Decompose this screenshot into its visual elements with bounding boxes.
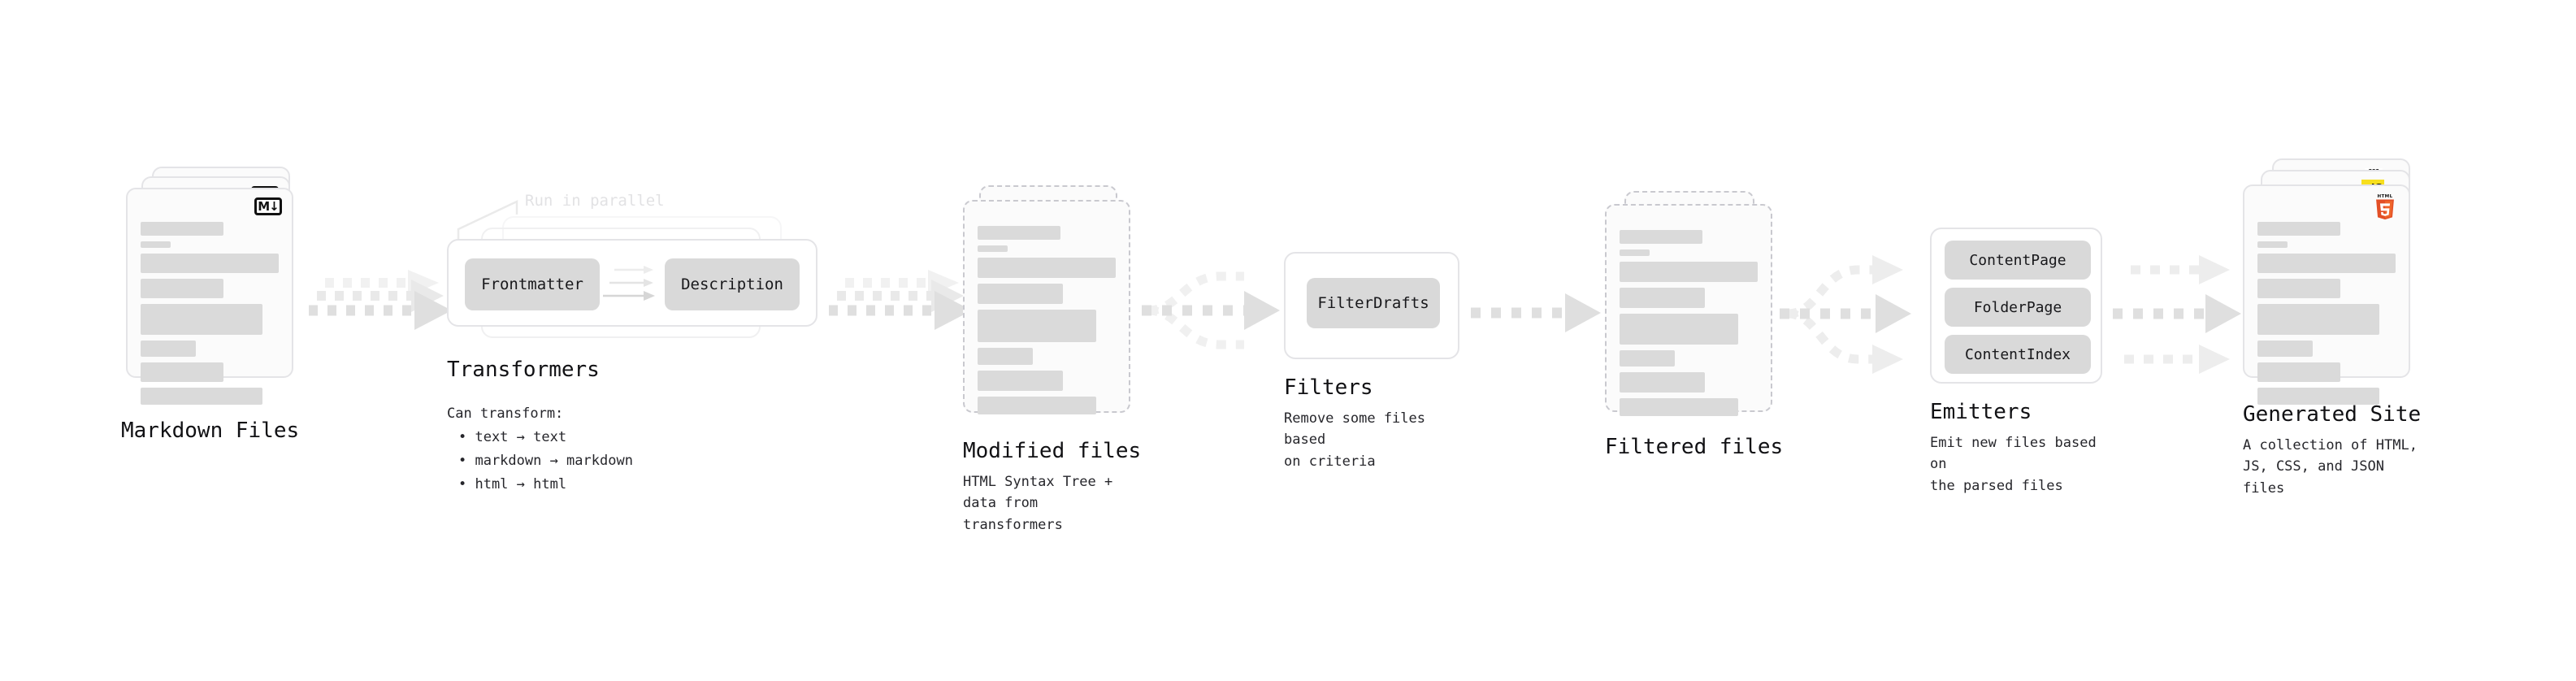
skeleton-bar bbox=[1620, 249, 1650, 256]
skeleton-bar bbox=[2257, 304, 2379, 335]
generated-site-stack: CSS JS HTML bbox=[2243, 158, 2430, 405]
pill-label: FolderPage bbox=[1973, 298, 2062, 316]
markdown-file-card-front: M↓ bbox=[126, 188, 293, 405]
markdown-badge-label: M↓ bbox=[258, 198, 279, 214]
skeleton-bar bbox=[1620, 350, 1675, 367]
emitters-group: ContentPage FolderPage ContentIndex bbox=[1930, 228, 2102, 384]
filters-group: FilterDrafts bbox=[1284, 252, 1459, 359]
skeleton-bar bbox=[141, 340, 196, 357]
transformers-caption: Can transform: • text → text • markdown … bbox=[447, 402, 633, 497]
skeleton-bar bbox=[978, 284, 1064, 304]
skeleton-bar bbox=[2257, 241, 2288, 248]
skeleton-bar bbox=[978, 371, 1064, 391]
caption-bullet: • text → text bbox=[458, 428, 567, 445]
skeleton-bar bbox=[141, 254, 279, 273]
skeleton-bar bbox=[1620, 288, 1706, 308]
modified-file-card-front bbox=[963, 200, 1130, 414]
file-skeleton bbox=[1620, 230, 1758, 416]
skeleton-bar bbox=[1620, 230, 1702, 244]
skeleton-bar bbox=[1620, 372, 1706, 393]
skeleton-bar bbox=[1620, 262, 1758, 282]
transformer-step-description[interactable]: Description bbox=[665, 258, 800, 310]
transformer-group-front: Frontmatter Description bbox=[447, 239, 817, 327]
stage-title-markdown-files: Markdown Files bbox=[121, 419, 300, 443]
caption-bullet: • markdown → markdown bbox=[458, 452, 633, 469]
stage-filters: FilterDrafts Filters Remove some files b… bbox=[1284, 252, 1459, 470]
skeleton-bar bbox=[141, 279, 223, 298]
file-skeleton bbox=[2257, 222, 2396, 405]
stage-title-filters: Filters bbox=[1284, 375, 1373, 400]
pill-label: Frontmatter bbox=[481, 275, 583, 293]
stage-subtitle-emitters: Emit new files based on the parsed files bbox=[1930, 435, 2097, 494]
skeleton-bar bbox=[141, 362, 223, 382]
stage-title-emitters: Emitters bbox=[1930, 400, 2032, 424]
skeleton-bar bbox=[1620, 314, 1739, 345]
skeleton-bar bbox=[978, 397, 1097, 414]
html5-icon: HTML bbox=[2373, 193, 2397, 220]
stage-title-generated-site: Generated Site bbox=[2243, 402, 2422, 427]
skeleton-bar bbox=[2257, 362, 2340, 382]
stage-title-filtered-files: Filtered files bbox=[1605, 435, 1784, 459]
skeleton-bar bbox=[2257, 222, 2340, 236]
modified-file-stack bbox=[963, 185, 1142, 414]
emitter-step-contentindex[interactable]: ContentIndex bbox=[1945, 335, 2091, 374]
skeleton-bar bbox=[2257, 388, 2379, 405]
transformer-inner-arrows bbox=[603, 266, 655, 301]
skeleton-bar bbox=[141, 241, 171, 248]
stage-title-modified-files: Modified files bbox=[963, 439, 1142, 463]
stage-generated-site: CSS JS HTML bbox=[2243, 158, 2430, 497]
stage-subtitle-modified-files: HTML Syntax Tree + data from transformer… bbox=[963, 474, 1113, 533]
skeleton-bar bbox=[978, 310, 1097, 342]
emitter-step-folderpage[interactable]: FolderPage bbox=[1945, 288, 2091, 327]
stage-subtitle-generated-site: A collection of HTML, JS, CSS, and JSON … bbox=[2243, 437, 2418, 497]
filtered-file-stack bbox=[1605, 191, 1784, 416]
connector-modified-to-filters bbox=[1142, 271, 1280, 349]
connector-filtered-to-emitters bbox=[1780, 255, 1911, 374]
pill-label: ContentIndex bbox=[1964, 345, 2071, 363]
skeleton-bar bbox=[978, 258, 1116, 278]
stage-filtered-files: Filtered files bbox=[1605, 191, 1784, 459]
skeleton-bar bbox=[978, 226, 1060, 240]
svg-text:HTML: HTML bbox=[2377, 194, 2392, 199]
stage-emitters: ContentPage FolderPage ContentIndex Emit… bbox=[1930, 228, 2102, 494]
markdown-icon: M↓ bbox=[254, 197, 282, 215]
file-skeleton bbox=[141, 222, 279, 405]
skeleton-bar bbox=[978, 348, 1033, 365]
stage-subtitle-filters: Remove some files based on criteria bbox=[1284, 410, 1425, 470]
markdown-file-stack: M↓ M↓ M↓ bbox=[126, 167, 313, 405]
filtered-file-card-front bbox=[1605, 204, 1772, 416]
stage-title-transformers: Transformers bbox=[447, 358, 600, 382]
stage-markdown-files: M↓ M↓ M↓ bbox=[121, 167, 313, 443]
transformer-step-frontmatter[interactable]: Frontmatter bbox=[465, 258, 600, 310]
connector-markdown-to-transformers bbox=[309, 270, 452, 330]
connector-filters-to-filtered bbox=[1471, 293, 1601, 332]
skeleton-bar bbox=[1620, 398, 1739, 416]
skeleton-bar bbox=[141, 304, 262, 335]
connector-transformers-to-modified bbox=[829, 270, 972, 330]
pill-label: ContentPage bbox=[1969, 251, 2066, 269]
skeleton-bar bbox=[2257, 279, 2340, 298]
generated-file-card-front: HTML bbox=[2243, 184, 2410, 405]
caption-heading: Can transform: bbox=[447, 406, 564, 422]
pill-label: Description bbox=[681, 275, 783, 293]
skeleton-bar bbox=[2257, 340, 2313, 357]
pill-label: FilterDrafts bbox=[1317, 294, 1429, 312]
filter-step-filterdrafts[interactable]: FilterDrafts bbox=[1307, 278, 1440, 328]
emitter-step-contentpage[interactable]: ContentPage bbox=[1945, 241, 2091, 280]
caption-bullet: • html → html bbox=[458, 475, 567, 492]
skeleton-bar bbox=[141, 222, 223, 236]
connector-emitters-to-site bbox=[2113, 255, 2241, 374]
file-skeleton bbox=[978, 226, 1116, 414]
skeleton-bar bbox=[2257, 254, 2396, 273]
stage-modified-files: Modified files HTML Syntax Tree + data f… bbox=[963, 185, 1142, 533]
run-in-parallel-annotation: Run in parallel bbox=[525, 192, 665, 210]
skeleton-bar bbox=[978, 245, 1008, 252]
skeleton-bar bbox=[141, 388, 262, 405]
